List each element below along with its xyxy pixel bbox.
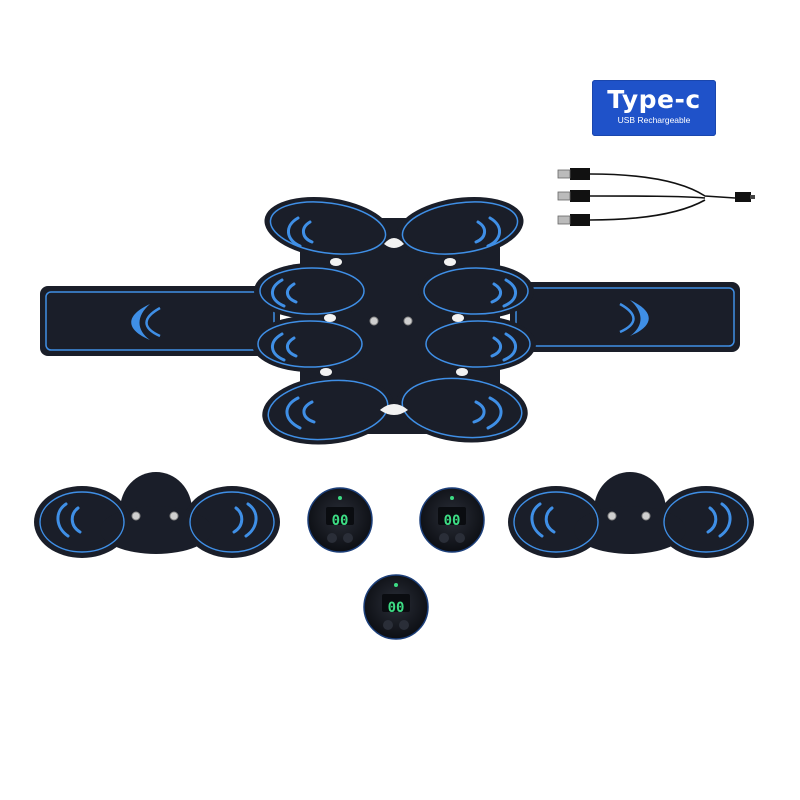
usb-cable-icon <box>557 168 755 226</box>
controller-3-display: 00 <box>388 600 405 616</box>
badge-title: Type-c <box>607 85 701 114</box>
controller-1-display: 00 <box>332 513 349 529</box>
controller-2: 00 <box>419 487 485 553</box>
controller-1: 00 <box>307 487 373 553</box>
controller-3: 00 <box>363 574 429 640</box>
badge-subtitle: USB Rechargeable <box>617 115 691 125</box>
arm-pad-left <box>34 472 280 558</box>
abdominal-belt <box>40 196 740 445</box>
type-c-badge: Type-c USB Rechargeable <box>592 80 716 136</box>
arm-pad-right <box>508 472 754 558</box>
controller-2-display: 00 <box>444 513 461 529</box>
